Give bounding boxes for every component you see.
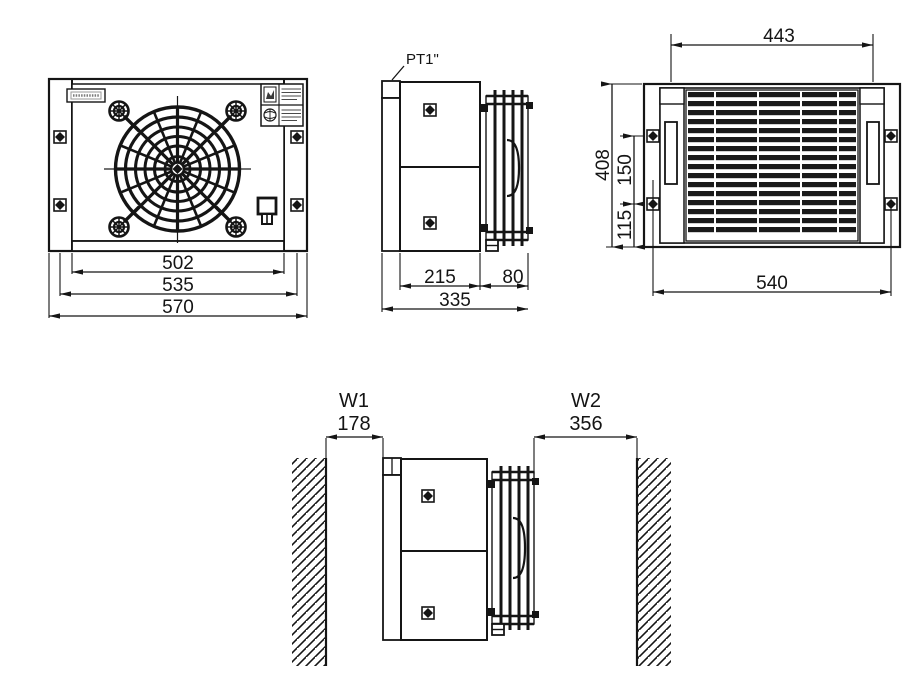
dim-rear-408: 408	[593, 81, 623, 250]
fan-centerline	[104, 96, 251, 243]
dim-clearance-w2-label: W2	[571, 390, 601, 412]
dim-clearance-w1: W1 178	[326, 390, 383, 440]
info-plate-upper-textlines	[281, 88, 301, 100]
rear-left-top-notch	[659, 87, 685, 105]
dim-side-80: 80	[480, 267, 528, 289]
front-mount-bolt-left-lower	[53, 198, 67, 212]
clearance-coil-stack	[487, 466, 539, 636]
dim-clearance-w1-label: W1	[339, 390, 369, 412]
clearance-unit-body	[400, 458, 488, 641]
dim-rear-150: 150	[615, 133, 645, 207]
clearance-bolt-lower	[421, 606, 435, 620]
dim-side-335: 335	[382, 290, 528, 312]
rear-tube-marks	[714, 92, 839, 233]
dim-rear-150-text: 150	[615, 154, 636, 186]
clearance-right-wall	[635, 458, 671, 666]
rear-extension-lines-bottom	[652, 180, 892, 296]
dim-front-570: 570	[49, 297, 307, 319]
rear-bolt-right-upper	[884, 129, 898, 143]
rear-fin-pack	[685, 89, 859, 242]
side-pt1-port	[381, 80, 401, 99]
fan-grille	[104, 96, 251, 243]
dim-rear-540-text: 540	[756, 273, 788, 294]
view-side: PT1"	[381, 51, 533, 312]
rear-left-bracket	[664, 121, 678, 185]
rear-extension-lines-top	[670, 34, 874, 82]
outlet-connector-icon	[256, 196, 278, 225]
dim-clearance-w1-value: 178	[337, 413, 370, 435]
info-plate-group	[260, 83, 304, 127]
dim-clearance-w2: W2 356	[534, 390, 637, 440]
dim-side-335-text: 335	[439, 290, 471, 311]
side-coil-stack	[480, 90, 533, 252]
view-rear-coil: 443 540 408 150 115	[593, 26, 902, 296]
side-pt1-leader	[391, 65, 405, 81]
clearance-bolt-upper	[421, 489, 435, 503]
dim-front-502-text: 502	[162, 253, 194, 274]
dim-front-502: 502	[72, 253, 284, 275]
front-mount-bolt-right-upper	[290, 130, 304, 144]
dim-side-80-text: 80	[502, 267, 523, 288]
info-plate-upper-pictogram	[263, 86, 277, 103]
dim-rear-115-text: 115	[615, 210, 636, 240]
side-extension-lines	[381, 253, 529, 312]
clearance-unit-left-column	[382, 474, 402, 641]
dim-rear-443-text: 443	[763, 26, 795, 47]
front-mount-bolt-left-upper	[53, 130, 67, 144]
dim-side-215-text: 215	[424, 267, 456, 288]
front-extension-lines	[48, 253, 308, 318]
view-front: 502 535 570	[47, 77, 309, 319]
side-left-column	[381, 97, 401, 252]
info-plate-lower-pictogram	[263, 108, 277, 122]
dim-front-535: 535	[60, 275, 297, 297]
side-pt1-label: PT1"	[406, 51, 439, 68]
fan-hub-center	[172, 164, 183, 174]
side-bolt-lower	[423, 216, 437, 230]
dim-rear-443: 443	[671, 26, 873, 48]
rear-right-bracket	[866, 121, 880, 185]
dim-front-570-text: 570	[162, 297, 194, 318]
rear-bolt-left-upper	[646, 129, 660, 143]
side-bolt-upper	[423, 103, 437, 117]
clearance-extension-lines	[325, 438, 638, 474]
info-plate-lower-textlines	[281, 109, 301, 121]
dim-rear-408-text: 408	[593, 149, 614, 181]
view-clearance: W1 178 W2 356	[292, 390, 671, 666]
dim-side-215: 215	[400, 267, 480, 289]
dim-rear-540: 540	[653, 273, 891, 295]
dim-front-535-text: 535	[162, 275, 194, 296]
dim-clearance-w2-value: 356	[569, 413, 602, 435]
rear-right-top-notch	[859, 87, 885, 105]
dim-rear-115: 115	[615, 201, 645, 250]
rear-fin-rows	[688, 92, 856, 233]
front-mount-bolt-right-lower	[290, 198, 304, 212]
brand-nameplate	[66, 88, 106, 103]
clearance-left-wall	[292, 458, 328, 666]
